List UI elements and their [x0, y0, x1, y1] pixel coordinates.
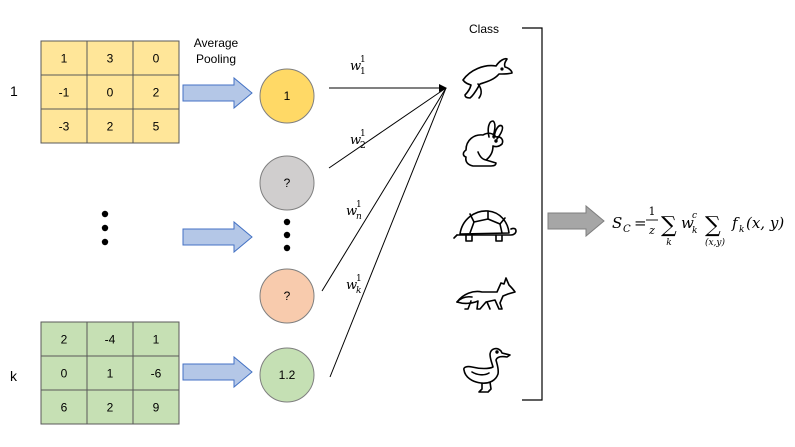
pooled-node-k-label: 1.2: [279, 368, 296, 382]
matrix-bottom-cell: 1: [132, 321, 180, 357]
matrix-top-cell: 3: [86, 40, 134, 76]
weight-lines: [321, 84, 447, 378]
weight-label-n: w n 1: [346, 200, 362, 222]
matrix-top-value: -3: [59, 120, 70, 134]
pooled-node-k: 1.2: [259, 347, 315, 403]
matrix-top-value: 5: [153, 120, 160, 134]
matrix-top-value: 1: [61, 52, 68, 66]
svg-text:1: 1: [649, 205, 656, 218]
svg-text:1: 1: [360, 55, 366, 65]
matrix-bottom-cell: -4: [86, 321, 134, 357]
pooled-node-1-label: 1: [284, 89, 291, 103]
svg-text:k: k: [739, 225, 744, 235]
matrix-bottom-value: -6: [151, 367, 162, 381]
matrix-top-cell: 1: [40, 40, 88, 76]
svg-text:S: S: [612, 214, 622, 232]
pooled-node-n-label: ?: [284, 289, 291, 303]
matrix-top-value: 2: [153, 86, 160, 100]
feature-map-label-1: 1: [10, 83, 18, 99]
dolphin-icon: [462, 57, 513, 99]
matrix-bottom-value: 1: [153, 333, 160, 347]
matrix-top-value: -1: [59, 86, 70, 100]
svg-text:w: w: [346, 278, 357, 293]
matrix-bottom-value: 2: [61, 333, 68, 347]
svg-text:w: w: [346, 204, 357, 219]
weight-label-k: w k 1: [346, 274, 362, 296]
svg-text:1: 1: [360, 129, 366, 139]
matrix-top-cell: 0: [132, 40, 180, 76]
matrix-bottom-cell: -6: [132, 355, 180, 391]
matrix-bottom-value: -4: [105, 333, 116, 347]
duck-icon: [463, 347, 511, 393]
pooled-node-2-label: ?: [284, 176, 291, 190]
svg-text:c: c: [692, 211, 697, 221]
pooling-arrow-bottom: [182, 355, 253, 389]
matrix-bottom-cell: 0: [40, 355, 88, 391]
weight-label-2: w 2 1: [350, 129, 366, 151]
weight-label-1: w 1 1: [350, 55, 366, 77]
matrix-top-value: 0: [107, 86, 114, 100]
matrix-top-cell: -1: [40, 74, 88, 110]
pooling-arrow-middle: [182, 220, 253, 254]
matrix-top-cell: 5: [132, 108, 180, 144]
feature-map-top: 1 3 0 -1 0 2 -3 2 5: [40, 40, 180, 144]
svg-text:w: w: [350, 133, 361, 148]
svg-text:2: 2: [360, 141, 366, 151]
pooling-arrow-top: [182, 76, 253, 110]
svg-text:(x, y): (x, y): [746, 214, 784, 232]
matrix-top-value: 0: [153, 52, 160, 66]
matrix-bottom-cell: 2: [40, 321, 88, 357]
feature-map-label-k: k: [10, 368, 18, 384]
svg-text:C: C: [623, 224, 631, 235]
svg-text:w: w: [681, 214, 694, 232]
matrix-bottom-cell: 9: [132, 389, 180, 425]
matrix-top-value: 2: [107, 120, 114, 134]
matrix-bottom-cell: 2: [86, 389, 134, 425]
output-arrow: [547, 204, 605, 238]
svg-text:k: k: [666, 238, 671, 248]
fox-icon: [456, 277, 516, 310]
svg-text:z: z: [648, 224, 655, 237]
svg-text:w: w: [350, 59, 361, 74]
pooling-label-line2: Pooling: [196, 52, 236, 66]
matrix-top-cell: -3: [40, 108, 88, 144]
pooled-node-1: 1: [259, 68, 315, 124]
svg-text:1: 1: [356, 200, 362, 210]
turtle-icon: [453, 210, 517, 242]
matrix-bottom-value: 2: [107, 401, 114, 415]
svg-text:1: 1: [356, 274, 362, 284]
weight-line-n: [321, 87, 447, 292]
rabbit-icon: [462, 120, 504, 167]
ellipsis-dots-left: [101, 210, 109, 246]
matrix-bottom-value: 1: [107, 367, 114, 381]
matrix-top-cell: 2: [132, 74, 180, 110]
pooling-label-line1: Average: [194, 36, 239, 50]
svg-text:∑: ∑: [705, 213, 721, 238]
pooled-node-2: ?: [259, 155, 315, 211]
feature-map-bottom: 2 -4 1 0 1 -6 6 2 9: [40, 321, 180, 425]
matrix-top-cell: 2: [86, 108, 134, 144]
svg-text:k: k: [692, 226, 697, 236]
weight-line-2: [328, 87, 447, 169]
matrix-top-value: 3: [107, 52, 114, 66]
svg-text:1: 1: [360, 67, 366, 77]
svg-text:n: n: [356, 212, 362, 222]
matrix-bottom-value: 6: [61, 401, 68, 415]
matrix-bottom-cell: 1: [86, 355, 134, 391]
cam-formula: S C = 1 z ∑ k w k c ∑ (x,y) f k (x, y): [612, 205, 784, 248]
class-bracket: [522, 27, 543, 401]
matrix-top-cell: 0: [86, 74, 134, 110]
svg-text:f: f: [731, 214, 740, 232]
matrix-bottom-cell: 6: [40, 389, 88, 425]
ellipsis-dots-middle: [283, 218, 291, 252]
weight-line-k: [329, 87, 447, 378]
matrix-bottom-value: 9: [153, 401, 160, 415]
svg-text:(x,y): (x,y): [705, 237, 726, 248]
svg-text:∑: ∑: [661, 213, 677, 238]
pooled-node-n: ?: [259, 268, 315, 324]
class-title: Class: [469, 22, 499, 36]
svg-text:=: =: [634, 214, 647, 232]
matrix-bottom-value: 0: [61, 367, 68, 381]
svg-text:k: k: [356, 286, 361, 296]
